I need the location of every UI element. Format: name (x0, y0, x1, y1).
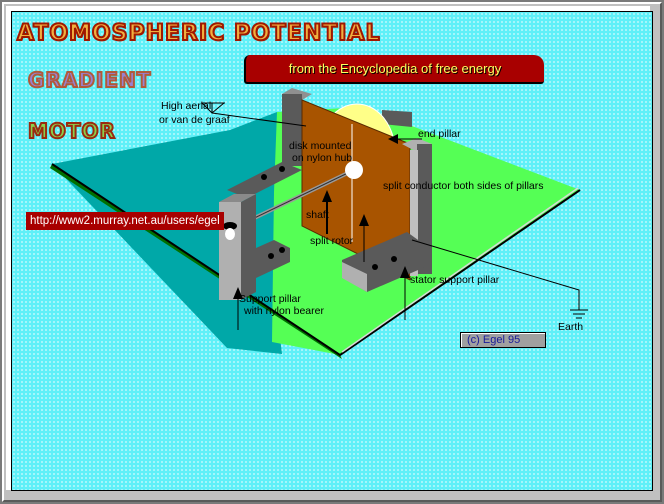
left-back-pillar (282, 94, 302, 166)
label-split-conductor: split conductor both sides of pillars (383, 180, 544, 192)
source-banner: from the Encyclopedia of free energy (244, 55, 544, 84)
right-pillar (417, 144, 432, 274)
copyright-badge: (c) Egel 95 (460, 332, 546, 348)
split-conductor (301, 99, 411, 281)
label-split-rotor: split rotor (310, 235, 354, 247)
nylon-hub (345, 161, 363, 179)
label-stator-support: stator support pillar (410, 274, 500, 286)
label-high-aerial-1: High aerial (161, 100, 212, 112)
title-line-3: MOTOR (27, 118, 116, 144)
end-pillar (382, 110, 412, 127)
title-line-1: ATOMOSPHERIC POTENTIAL (16, 20, 381, 47)
label-disk-1: disk mounted (289, 140, 352, 152)
label-shaft: shaft (306, 209, 329, 221)
label-high-aerial-2: or van de graaf (159, 114, 230, 126)
diagram-canvas: ATOMOSPHERIC POTENTIAL GRADIENT MOTOR fr… (11, 11, 653, 491)
label-earth: Earth (558, 321, 584, 333)
label-support-pillar-2: with nylon bearer (244, 305, 324, 317)
label-end-pillar: end pillar (418, 128, 461, 140)
earth-wire (411, 239, 580, 310)
label-support-pillar-1: Support pillar (239, 293, 301, 305)
url-link[interactable]: http://www2.murray.net.au/users/egel (26, 212, 224, 230)
title-line-2: GRADIENT (27, 67, 152, 93)
label-disk-2: on nylon hub (292, 152, 353, 164)
